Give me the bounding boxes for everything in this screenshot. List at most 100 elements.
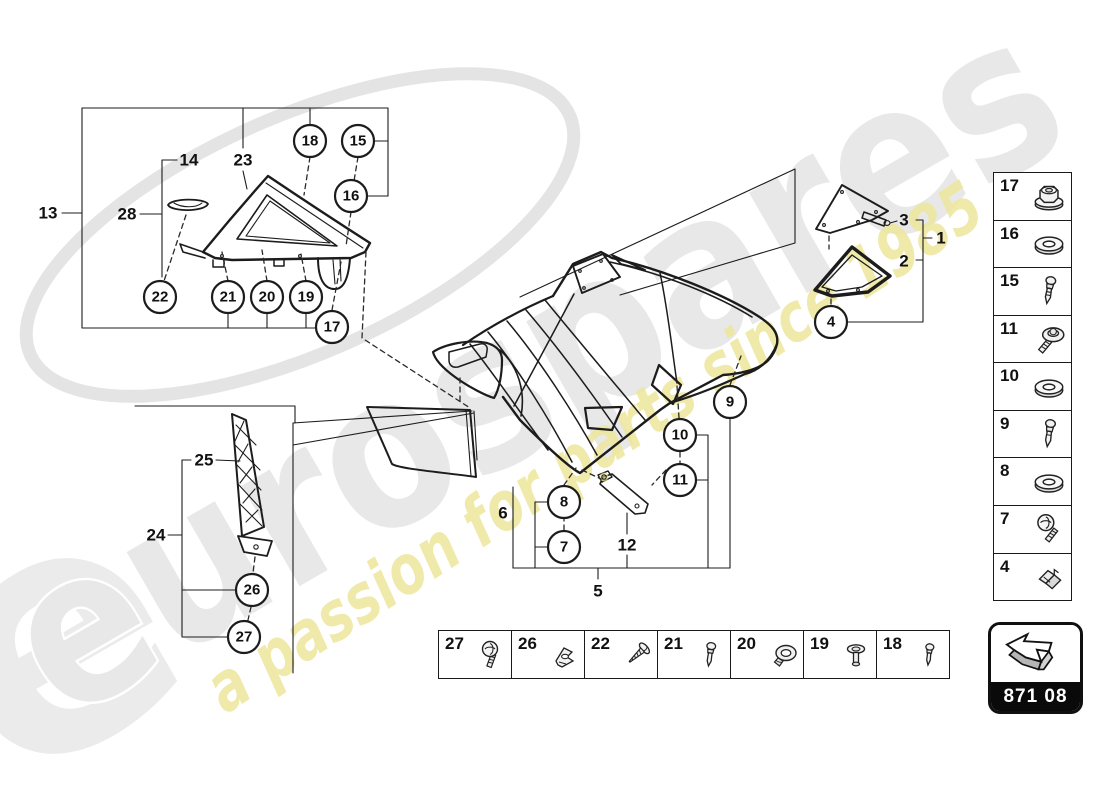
svg-text:16: 16	[343, 188, 360, 205]
svg-text:17: 17	[324, 319, 341, 336]
part-group-number: 871 08	[991, 682, 1080, 711]
svg-text:22: 22	[152, 289, 169, 306]
callout-circle-16: 16	[333, 178, 369, 214]
callout-circle-15: 15	[340, 123, 376, 159]
legend-num: 4	[1000, 556, 1010, 576]
callout-label-2: 2	[899, 252, 908, 271]
svg-text:19: 19	[298, 289, 315, 306]
legend-cell-21: 21	[658, 631, 731, 678]
legend-num: 7	[1000, 508, 1010, 528]
legend-num: 27	[445, 634, 464, 653]
callout-circle-22: 22	[142, 279, 178, 315]
legend-num: 10	[1000, 366, 1019, 386]
callout-label-12: 12	[618, 536, 637, 555]
callout-label-1: 1	[936, 229, 945, 248]
callout-bracket-lines	[61, 107, 933, 674]
rivet-pin-icon	[706, 641, 717, 668]
callout-circle-4: 4	[813, 304, 849, 340]
legend-row-16: 16	[994, 220, 1071, 269]
part-bracket-strip	[597, 470, 649, 515]
washer-icon	[1034, 474, 1064, 493]
legend-num: 8	[1000, 461, 1010, 481]
flange-nut-icon	[1034, 186, 1064, 211]
callout-circle-7: 7	[546, 529, 582, 565]
badge-arrow	[991, 625, 1080, 682]
svg-text:27: 27	[236, 629, 253, 646]
dashed-leader-lines	[163, 156, 832, 621]
legend-num: 11	[1000, 318, 1018, 338]
part-flap-plate-upper	[815, 184, 891, 234]
svg-text:4: 4	[827, 314, 836, 331]
callout-circle-10: 10	[662, 417, 698, 453]
washer-icon	[1034, 378, 1064, 398]
legend-num: 18	[883, 634, 902, 653]
legend-num: 17	[1000, 176, 1019, 195]
callout-label-24: 24	[147, 526, 166, 545]
watermark-swoosh	[19, 67, 581, 403]
legend-row-9: 9	[994, 410, 1071, 459]
callout-circle-17: 17	[314, 309, 350, 345]
bolt-washer-icon	[1037, 327, 1065, 354]
svg-text:15: 15	[350, 133, 367, 150]
callout-circle-18: 18	[292, 123, 328, 159]
callout-label-25: 25	[195, 451, 214, 470]
callout-circle-20: 20	[249, 279, 285, 315]
callout-circles: 18 15 16 22 21 20 19 17 26 27 8 7 10 11 …	[142, 123, 849, 655]
callout-circle-26: 26	[234, 572, 270, 608]
callout-circle-27: 27	[226, 619, 262, 655]
legend-cell-18: 18	[877, 631, 949, 678]
legend-cell-20: 20	[731, 631, 804, 678]
legend-row-17: 17	[994, 173, 1071, 221]
part-side-trim-panel	[179, 174, 372, 291]
spring-clip-icon	[555, 646, 575, 668]
legend-cell-26: 26	[512, 631, 585, 678]
part-vent-grille	[231, 413, 273, 557]
phillips-screw-icon	[481, 640, 499, 668]
tapping-screw-icon	[628, 641, 651, 663]
fastener-legend-strip: 27 26 22 21 20 19 18	[438, 630, 950, 679]
legend-num: 22	[591, 634, 610, 653]
callout-label-3: 3	[899, 211, 908, 230]
callout-label-28: 28	[118, 205, 137, 224]
blind-rivet-icon	[846, 643, 866, 666]
part-cap-disc	[167, 198, 209, 212]
callout-label-6: 6	[498, 504, 507, 523]
svg-text:8: 8	[560, 494, 568, 511]
legend-row-4: 4	[994, 553, 1071, 601]
grommet-icon	[773, 644, 797, 667]
svg-text:7: 7	[560, 539, 568, 556]
svg-text:20: 20	[259, 289, 276, 306]
legend-num: 21	[664, 634, 683, 653]
callout-label-13: 13	[39, 204, 58, 223]
legend-row-10: 10	[994, 363, 1071, 411]
svg-text:10: 10	[672, 427, 689, 444]
legend-cell-22: 22	[585, 631, 658, 678]
callout-label-23: 23	[234, 151, 253, 170]
callout-circle-11: 11	[662, 462, 698, 498]
legend-row-11: 11	[994, 315, 1071, 364]
rivet-pin-icon	[1044, 276, 1057, 306]
legend-num: 9	[1000, 413, 1010, 433]
callout-circle-9: 9	[712, 384, 748, 420]
legend-num: 16	[1000, 223, 1019, 243]
legend-num: 20	[737, 634, 756, 653]
callout-circle-19: 19	[288, 279, 324, 315]
nw-arrow-icon	[1004, 631, 1053, 670]
legend-num: 19	[810, 634, 829, 653]
svg-text:26: 26	[244, 582, 261, 599]
part-flap-plate-lower	[813, 245, 892, 298]
part-group-badge: 871 08	[988, 622, 1083, 714]
svg-text:9: 9	[726, 394, 734, 411]
svg-text:21: 21	[220, 289, 237, 306]
callout-circle-21: 21	[210, 279, 246, 315]
legend-row-7: 7	[994, 505, 1071, 554]
legend-num: 26	[518, 634, 537, 653]
phillips-screw-icon	[1037, 514, 1059, 543]
part-cover-main	[366, 250, 779, 478]
legend-cell-27: 27	[439, 631, 512, 678]
legend-num: 15	[1000, 271, 1019, 291]
legend-row-15: 15	[994, 268, 1071, 316]
callout-label-5: 5	[593, 582, 602, 601]
